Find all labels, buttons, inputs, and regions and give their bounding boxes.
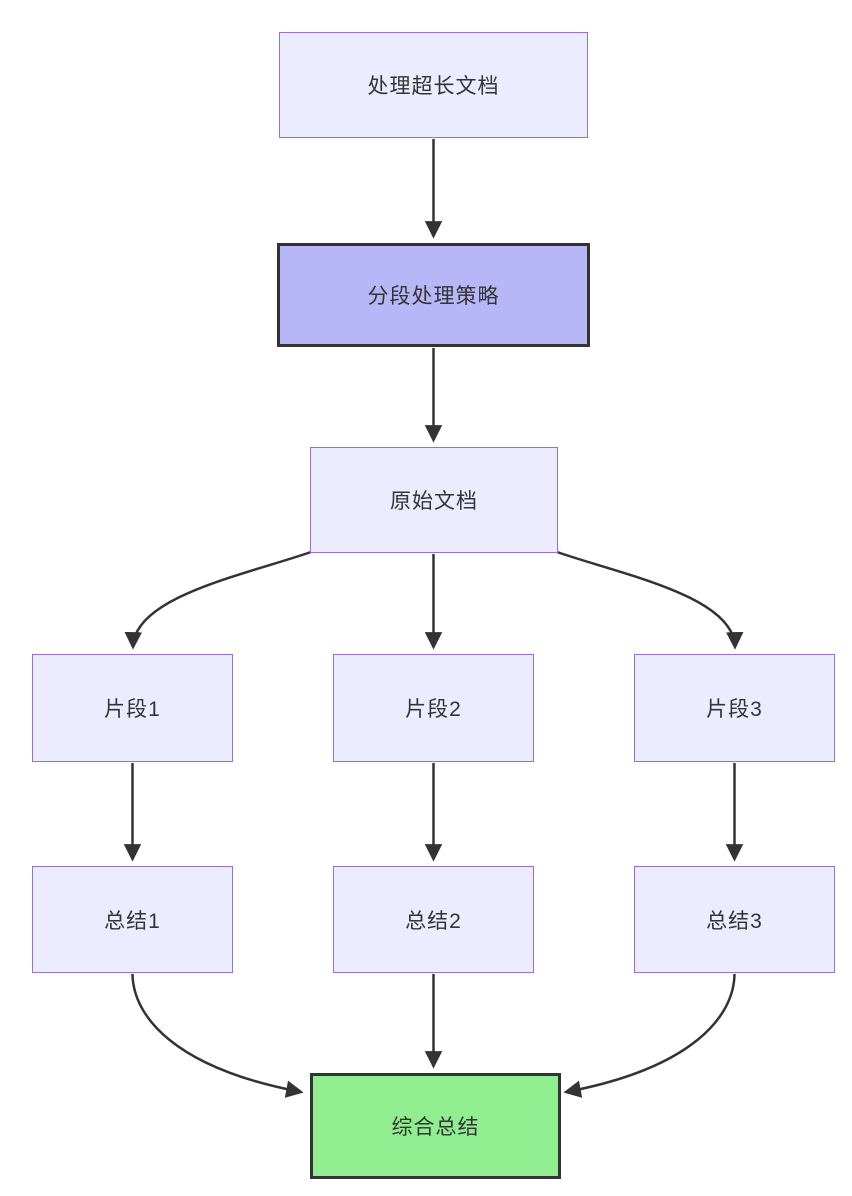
flowchart-node-E1: 总结1 bbox=[32, 866, 233, 973]
flowchart-node-E2: 总结2 bbox=[333, 866, 534, 973]
node-label: 总结1 bbox=[104, 909, 161, 933]
edge-E1-F bbox=[131, 973, 304, 1098]
node-label: 原始文档 bbox=[390, 490, 478, 513]
flowchart-node-E3: 总结3 bbox=[634, 866, 835, 973]
flowchart-node-D1: 片段1 bbox=[32, 654, 233, 762]
edge-C-D3 bbox=[556, 550, 744, 650]
flowchart-node-B: 分段处理策略 bbox=[277, 243, 590, 347]
node-label: 总结2 bbox=[405, 909, 462, 933]
node-label: 片段1 bbox=[104, 698, 161, 721]
node-label: 分段处理策略 bbox=[367, 285, 500, 308]
flowchart-node-A: 处理超长文档 bbox=[279, 32, 588, 138]
node-label: 片段3 bbox=[706, 698, 763, 721]
edge-C-D1 bbox=[124, 550, 312, 650]
flowchart-node-D2: 片段2 bbox=[333, 654, 534, 762]
node-label: 处理超长文档 bbox=[367, 75, 500, 98]
node-label: 综合总结 bbox=[391, 1116, 480, 1139]
flowchart-node-D3: 片段3 bbox=[634, 654, 835, 762]
edge-E3-F bbox=[563, 973, 736, 1098]
node-label: 片段2 bbox=[405, 698, 462, 721]
flowchart-node-C: 原始文档 bbox=[310, 447, 558, 553]
flowchart-node-F: 综合总结 bbox=[310, 1073, 561, 1179]
node-label: 总结3 bbox=[706, 909, 763, 933]
